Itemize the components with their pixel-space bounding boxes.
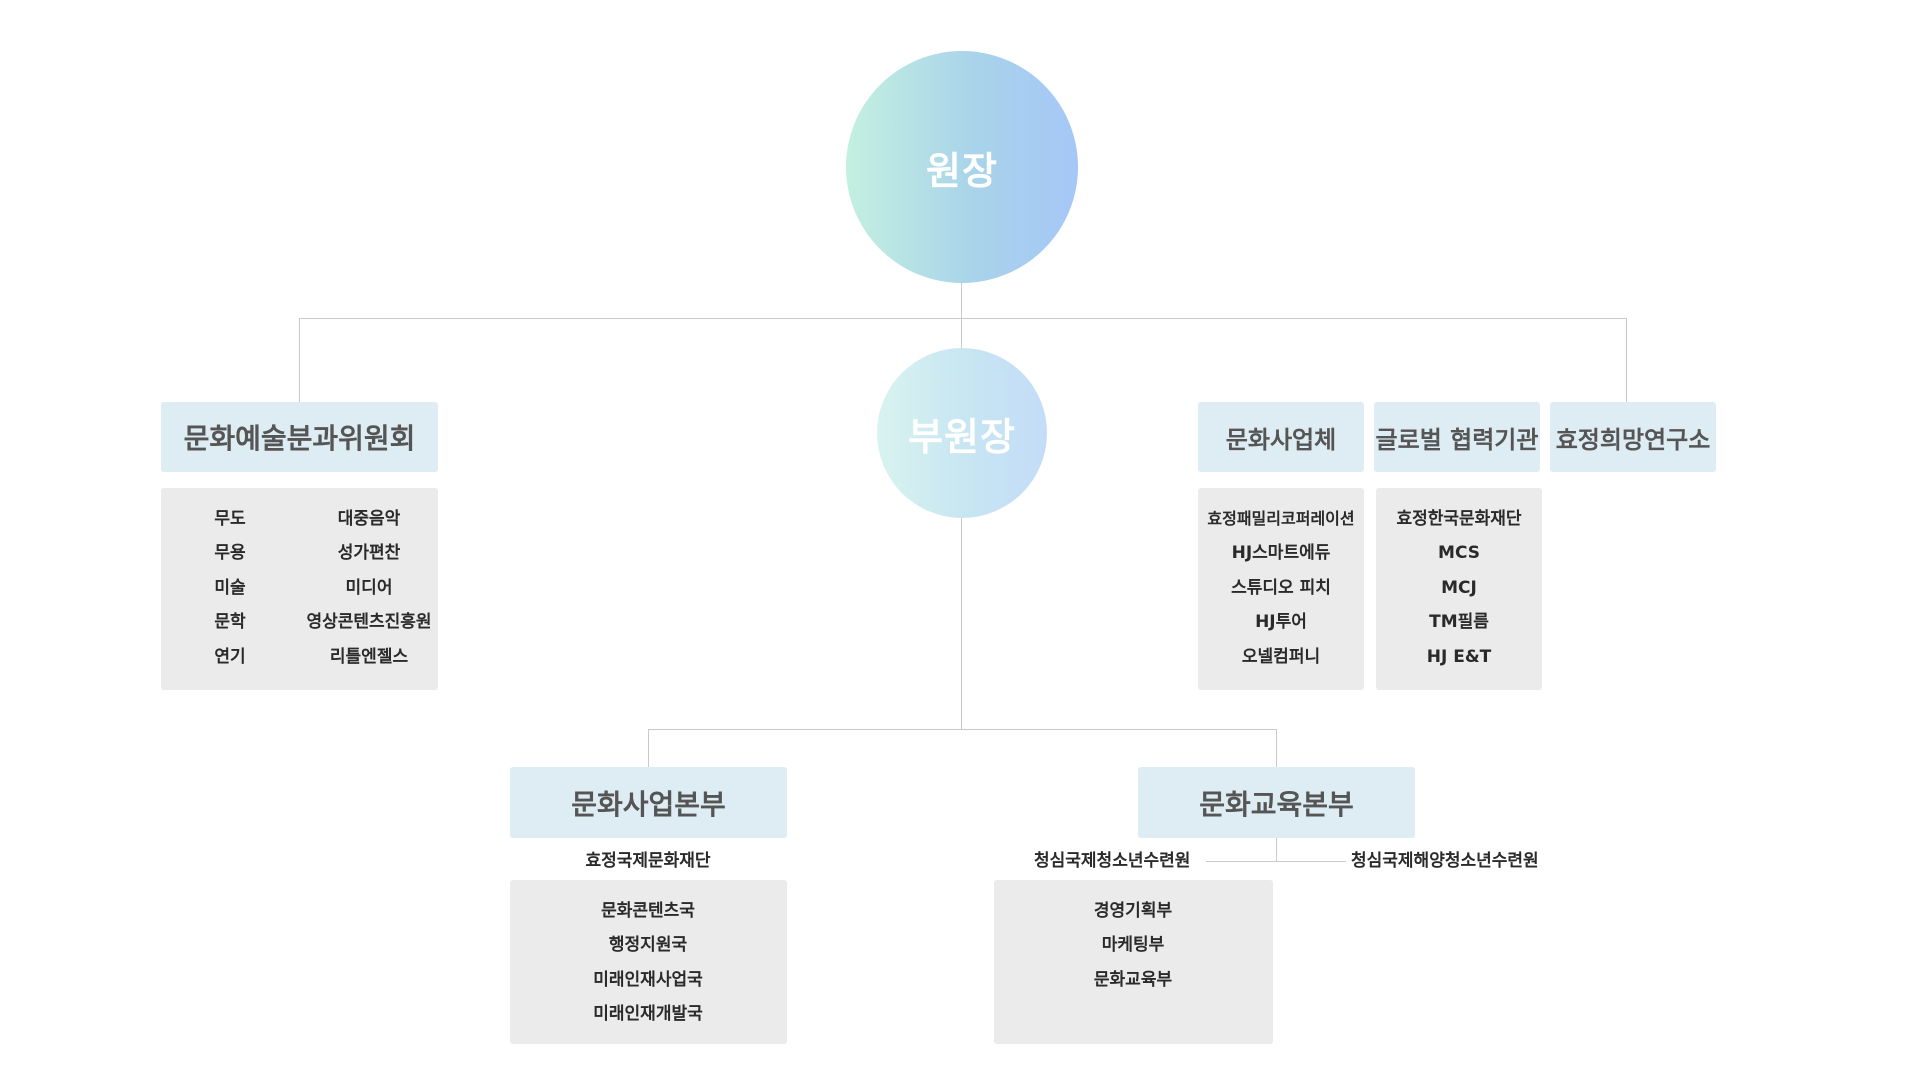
arts-committee-item: 미술 [214, 578, 246, 598]
culture-business-hq-title: 문화사업본부 [571, 787, 726, 821]
global-partner-item: TM필름 [1429, 612, 1489, 632]
culture-education-hq-title: 문화교육본부 [1199, 787, 1354, 821]
culture-business-hq-item: 행정지원국 [608, 935, 688, 955]
connector-vice-to-bottom-bus [961, 518, 962, 729]
culture-education-hq-caption-right: 청심국제해양청소년수련원 [1351, 851, 1539, 871]
connector-director-to-bus [961, 283, 962, 318]
culture-company-item: 효정패밀리코퍼레이션 [1207, 509, 1355, 528]
arts-committee-item: 리틀엔젤스 [329, 647, 409, 667]
culture-company-item: HJ투어 [1255, 612, 1307, 632]
connector-to-culture-education-hq [1276, 729, 1277, 767]
culture-education-hq-item: 경영기획부 [1093, 901, 1173, 921]
connector-to-arts-committee [299, 318, 300, 402]
culture-business-hq-panel [510, 880, 787, 1044]
arts-committee-item: 연기 [214, 647, 246, 667]
vice-director-node: 부원장 [877, 348, 1047, 518]
research-institute-header: 효정희망연구소 [1550, 402, 1716, 472]
culture-company-item: 오넬컴퍼니 [1241, 647, 1321, 667]
arts-committee-item: 영상콘텐츠진흥원 [306, 612, 432, 632]
arts-committee-item: 무도 [214, 509, 246, 529]
global-partner-item: HJ E&T [1426, 647, 1492, 667]
arts-committee-item: 문학 [214, 612, 246, 632]
connector-to-culture-business-hq [648, 729, 649, 767]
arts-committee-title: 문화예술분과위원회 [183, 422, 416, 455]
arts-committee-item: 미디어 [345, 578, 393, 598]
global-partners-title: 글로벌 협력기관 [1375, 425, 1539, 454]
vice-director-label: 부원장 [908, 414, 1016, 459]
culture-education-hq-header: 문화교육본부 [1138, 767, 1415, 838]
culture-company-item: HJ스마트에듀 [1231, 543, 1331, 563]
connector-top-bus [299, 318, 1627, 319]
arts-committee-panel [161, 488, 438, 690]
connector-bottom-bus [648, 729, 1276, 730]
director-label: 원장 [926, 148, 998, 193]
culture-business-hq-header: 문화사업본부 [510, 767, 787, 838]
culture-company-item: 스튜디오 피치 [1231, 578, 1331, 598]
arts-committee-item: 대중음악 [337, 509, 401, 529]
global-partner-item: MCJ [1441, 578, 1477, 598]
global-partners-panel [1376, 488, 1542, 690]
culture-companies-header: 문화사업체 [1198, 402, 1364, 472]
global-partner-item: 효정한국문화재단 [1396, 509, 1522, 529]
culture-education-hq-item: 마케팅부 [1101, 935, 1165, 955]
culture-business-hq-item: 미래인재사업국 [593, 970, 703, 990]
arts-committee-item: 무용 [214, 543, 246, 563]
connector-to-vice-director [961, 318, 962, 348]
culture-business-hq-caption: 효정국제문화재단 [585, 851, 711, 871]
connector-education-hq-down [1276, 838, 1277, 861]
culture-companies-panel [1198, 488, 1364, 690]
global-partners-header: 글로벌 협력기관 [1374, 402, 1540, 472]
culture-education-hq-item: 문화교육부 [1093, 970, 1173, 990]
research-institute-title: 효정희망연구소 [1555, 425, 1711, 454]
arts-committee-header: 문화예술분과위원회 [161, 402, 438, 472]
culture-business-hq-item: 미래인재개발국 [593, 1004, 703, 1024]
culture-education-hq-panel [994, 880, 1273, 1044]
culture-business-hq-item: 문화콘텐츠국 [601, 901, 695, 921]
culture-companies-title: 문화사업체 [1225, 425, 1337, 454]
director-node: 원장 [846, 51, 1078, 283]
global-partner-item: MCS [1438, 543, 1480, 563]
connector-to-research-institute [1626, 318, 1627, 402]
arts-committee-item: 성가편찬 [337, 543, 401, 563]
connector-education-campuses [1206, 861, 1346, 862]
culture-education-hq-caption-left: 청심국제청소년수련원 [1034, 851, 1191, 871]
